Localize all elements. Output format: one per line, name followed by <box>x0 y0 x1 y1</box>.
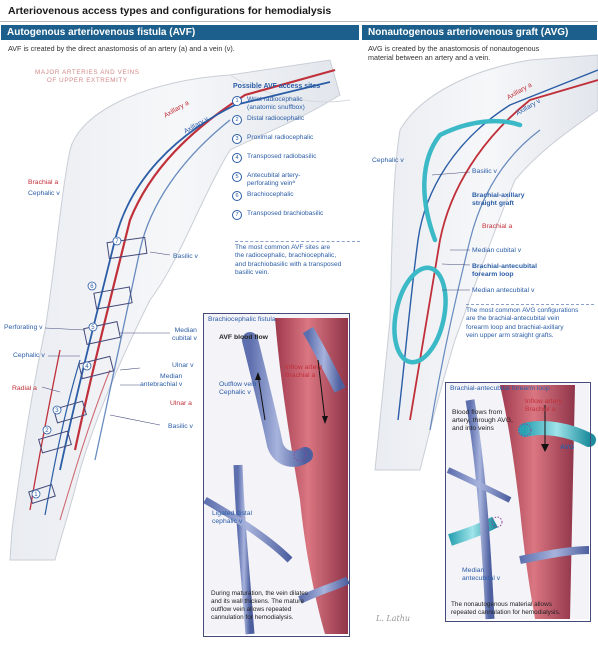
avf-label-radial-a: Radial a <box>12 385 37 392</box>
site-number-badge: 5 <box>232 172 242 182</box>
site-number-badge: 1 <box>232 96 242 106</box>
avf-leader-lines <box>41 251 171 426</box>
site-number-badge: 7 <box>232 210 242 220</box>
avf-label-perforating-v: Perforating v <box>4 324 43 331</box>
avf-label-ulnar-v: Ulnar v <box>172 362 194 369</box>
avg-header: Nonautogenous arteriovenous graft (AVG) <box>362 25 597 40</box>
avf-site-markers: 7 6 5 4 3 2 1 <box>31 236 122 499</box>
avf-outflow-label: Outflow vein Cephalic v <box>219 381 257 396</box>
avf-inset-title: Brachiocephalic fistula <box>208 316 276 323</box>
svg-text:4: 4 <box>85 364 89 370</box>
title-divider <box>0 21 598 22</box>
site-label: Antecubital artery- perforating veinª <box>247 172 301 187</box>
avf-inset-caption: During maturation, the vein dilates and … <box>211 590 308 621</box>
avg-leader-lines <box>431 171 471 291</box>
svg-text:6: 6 <box>90 284 94 290</box>
avf-ligated-label: Ligated distal cephalic v <box>212 510 253 525</box>
svg-text:5: 5 <box>91 325 95 331</box>
avf-site-4: 4 Transposed radiobasilic <box>232 153 360 172</box>
avg-label-straight-graft: Brachial-axillary straight graft <box>472 192 525 207</box>
avf-sites-title: Possible AVF access sites <box>233 83 321 90</box>
site-label: Transposed brachiobasilic <box>247 210 324 217</box>
brachial-artery-line <box>73 68 336 451</box>
avg-graft-label: AVG <box>560 444 575 451</box>
avf-note: The most common AVF sites are the radioc… <box>235 241 360 278</box>
avg-label-cephalic-v: Cephalic v <box>372 157 404 164</box>
avg-label-median-antecubital-v: Median antecubital v <box>472 287 535 294</box>
site-label: Proximal radiocephalic <box>247 134 314 141</box>
avf-site-5: 5 Antecubital artery- perforating veinª <box>232 172 360 191</box>
avg-grafts <box>392 118 523 365</box>
site-number-badge: 3 <box>232 134 242 144</box>
major-vessels-label: MAJOR ARTERIES AND VEINS OF UPPER EXTREM… <box>35 69 140 84</box>
avf-label-median-cubital-v: Median cubital v <box>172 327 197 342</box>
avf-site-2: 2 Distal radiocephalic <box>232 115 360 134</box>
avg-label-median-cubital-v: Median cubital v <box>472 247 522 254</box>
avg-inflow-label: Inflow artery Brachial a <box>525 398 563 413</box>
artist-signature: L. Lathu <box>376 614 410 623</box>
avf-inflow-label: Inflow artery Brachial a <box>285 364 323 379</box>
site-label: Brachiocephalic <box>247 191 294 198</box>
avf-site-7: 7 Transposed brachiobasilic <box>232 210 360 229</box>
avg-arm-silhouette <box>374 54 598 471</box>
avf-blood-flow-label: AVF blood flow <box>219 334 268 341</box>
site-number-badge: 2 <box>232 115 242 125</box>
avf-inset-frame: Brachiocephalic fistula <box>203 313 350 637</box>
site-label: Distal radiocephalic <box>247 115 305 122</box>
avg-label-brachial-a: Brachial a <box>482 223 513 230</box>
site-number-badge: 4 <box>232 153 242 163</box>
avf-sites-list: 1 Wrist radiocephalic (anatomic snuffbox)… <box>232 96 360 229</box>
avf-subtitle: AVF is created by the direct anastomosis… <box>8 44 235 53</box>
avg-inset-caption: The nonautogenous material allows repeat… <box>451 601 561 616</box>
avf-label-cephalic-v: Cephalic v <box>28 190 60 197</box>
figure-title: Arteriovenous access types and configura… <box>8 5 332 17</box>
avf-label-basilic-v: Basilic v <box>173 253 198 260</box>
avg-inset-title: Brachial-antecubital forearm loop <box>450 385 550 392</box>
site-label: Transposed radiobasilic <box>247 153 317 160</box>
avf-label-basilic-v-forearm: Basilic v <box>168 423 193 430</box>
avf-label-median-antebrachial-v: Median antebrachial v <box>140 373 183 388</box>
avg-flow-label: Blood flows from artery, through AVG, an… <box>452 409 513 432</box>
avf-header: Autogenous arteriovenous fistula (AVF) <box>1 25 359 40</box>
avg-inset-frame: Brachial-antecubital forearm loop <box>445 382 591 622</box>
avf-arm-silhouette <box>9 59 351 561</box>
svg-text:3: 3 <box>55 408 59 414</box>
avf-label-cephalic-v-forearm: Cephalic v <box>13 352 45 359</box>
avg-subtitle: AVG is created by the anastomosis of non… <box>368 44 540 62</box>
site-number-badge: 6 <box>232 191 242 201</box>
avf-label-brachial-a: Brachial a <box>28 179 59 186</box>
avg-note: The most common AVG configurations are t… <box>466 304 594 341</box>
avg-label-basilic-v: Basilic v <box>472 168 497 175</box>
avf-inset-drawing <box>203 314 351 635</box>
avf-site-1: 1 Wrist radiocephalic (anatomic snuffbox) <box>232 96 360 115</box>
site-label: Wrist radiocephalic (anatomic snuffbox) <box>247 96 305 111</box>
avf-site-boxes <box>28 236 148 505</box>
svg-text:7: 7 <box>115 239 119 245</box>
avf-site-6: 6 Brachiocephalic <box>232 191 360 210</box>
avg-inset-drawing <box>446 383 596 620</box>
avf-site-3: 3 Proximal radiocephalic <box>232 134 360 153</box>
avg-label-forearm-loop: Brachial-antecubital forearm loop <box>472 263 537 278</box>
avf-label-ulnar-a: Ulnar a <box>170 400 192 407</box>
avg-median-v-label: Median antecubital v <box>462 567 501 582</box>
svg-text:2: 2 <box>45 428 49 434</box>
svg-text:1: 1 <box>34 492 38 498</box>
